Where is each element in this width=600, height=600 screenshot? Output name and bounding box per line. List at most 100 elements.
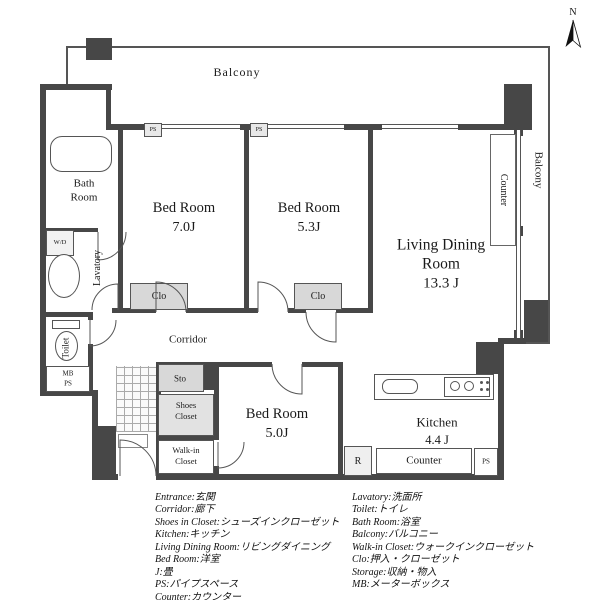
- legend-item: Shoes in Closet:シューズインクローゼット: [155, 517, 340, 528]
- legend-item: Bed Room:洋室: [155, 554, 220, 565]
- compass-n-label: N: [569, 7, 577, 18]
- legend-item: Toilet:トイレ: [352, 504, 408, 515]
- wall-segment: [204, 366, 214, 390]
- bathtub: [50, 136, 112, 172]
- toilet-bowl: [55, 331, 78, 361]
- balcony-rail-right: [548, 46, 550, 344]
- counter-right-label: Counter: [498, 173, 509, 207]
- bedroom1-window: [162, 124, 240, 129]
- kitchen-sink: [382, 379, 418, 394]
- legend-item: Counter:カウンター: [155, 592, 242, 600]
- corridor-label: Corridor: [169, 333, 207, 346]
- wall-segment: [118, 128, 123, 312]
- meter-box: [46, 366, 90, 392]
- wall-segment: [504, 84, 532, 130]
- wall-segment: [498, 338, 526, 344]
- stove-burner-1: [450, 381, 460, 391]
- wall-segment: [214, 362, 219, 440]
- legend-item: Balcony:バルコニー: [352, 529, 438, 540]
- kitchen-size: 4.4 J: [425, 432, 449, 447]
- legend-item: Corridor:廊下: [155, 504, 215, 515]
- bedroom2-name: Bed Room: [277, 199, 341, 216]
- wall-segment: [156, 436, 218, 440]
- shoes-closet-label-2: Closet: [175, 410, 197, 421]
- stove-knob: [480, 388, 483, 391]
- wall-segment: [88, 344, 93, 396]
- bedroom1-name: Bed Room: [152, 199, 216, 216]
- refrigerator-box: [344, 446, 372, 476]
- ps-top-label-1: PS: [149, 127, 157, 133]
- counter-right-box: [490, 134, 516, 246]
- toilet-label: Toilet: [60, 337, 71, 359]
- bedroom3-size: 5.0J: [265, 426, 289, 441]
- toilet-tank: [52, 320, 80, 329]
- door-arc-toilet: [89, 319, 117, 347]
- living-top-window: [382, 124, 458, 129]
- counter-bottom-label: Counter: [406, 454, 442, 467]
- ps-top-label-2: PS: [255, 127, 263, 133]
- ps-box-1: [144, 123, 162, 137]
- wall-segment: [524, 300, 548, 342]
- bath-room-label-2: Room: [70, 191, 98, 204]
- wall-segment: [186, 308, 258, 313]
- meter-box-label: MB: [62, 369, 74, 378]
- balcony-rail-left: [66, 46, 68, 86]
- bedroom2-window: [268, 124, 344, 129]
- balcony-right-label: Balcony: [532, 151, 545, 189]
- walkin-closet-label-2: Closet: [175, 455, 197, 466]
- compass-needle: [565, 19, 582, 49]
- ps-box-2: [250, 123, 268, 137]
- entrance-step: [118, 434, 148, 448]
- wall-segment: [112, 308, 156, 313]
- wall-segment: [302, 362, 342, 367]
- wall-segment: [156, 362, 272, 367]
- walkin-closet-box: [158, 440, 214, 474]
- wall-segment: [336, 308, 373, 313]
- balcony-rail-bottom: [524, 342, 550, 344]
- wall-segment: [476, 342, 502, 374]
- storage-label: Sto: [173, 373, 187, 384]
- lavatory-label: Lavatory: [92, 249, 103, 287]
- wall-segment: [40, 312, 92, 317]
- washer-dryer-label: W/D: [53, 238, 67, 246]
- wall-segment: [40, 84, 112, 90]
- wall-segment: [240, 124, 252, 130]
- wall-segment: [106, 124, 144, 130]
- wall-segment: [288, 308, 306, 313]
- closet-2: [294, 283, 342, 310]
- legend-item: Kitchen:キッチン: [155, 529, 230, 540]
- wall-segment: [214, 466, 219, 480]
- ps-bottom-box: [474, 448, 498, 476]
- washbasin: [48, 254, 80, 298]
- balcony-top-label: Balcony: [213, 65, 261, 79]
- stove-knob: [480, 381, 483, 384]
- legend-item: PS:パイプスペース: [155, 579, 239, 590]
- door-arc-lavatory: [91, 283, 119, 311]
- wall-segment: [338, 362, 343, 480]
- refrigerator-label: R: [354, 456, 362, 467]
- living-label-2: Room: [422, 255, 460, 273]
- kitchen-name: Kitchen: [416, 414, 458, 430]
- wall-segment: [368, 128, 373, 312]
- door-arc-bedroom3: [271, 363, 303, 395]
- legend-item: Entrance:玄関: [155, 492, 215, 503]
- legend-item: Living Dining Room:リビングダイニング: [155, 542, 330, 553]
- shoes-closet-label-1: Shoes: [175, 399, 197, 410]
- legend-item: J:畳: [155, 567, 173, 578]
- wall-segment: [40, 390, 94, 396]
- entrance-tile: [116, 366, 156, 432]
- wall-segment: [458, 124, 526, 130]
- door-arc-living: [305, 311, 337, 343]
- ps-bottom-label: PS: [482, 457, 490, 466]
- living-side-window: [516, 130, 521, 338]
- wall-segment: [498, 338, 504, 480]
- balcony-rail-top: [66, 46, 550, 48]
- bath-room-label-1: Bath: [73, 177, 95, 190]
- living-size: 13.3 J: [423, 275, 459, 292]
- wall-segment: [344, 124, 382, 130]
- closet-2-label: Clo: [310, 291, 326, 302]
- walkin-closet-label-1: Walk-in: [172, 444, 200, 455]
- storage-box: [158, 364, 204, 392]
- shoes-closet-box: [158, 394, 214, 436]
